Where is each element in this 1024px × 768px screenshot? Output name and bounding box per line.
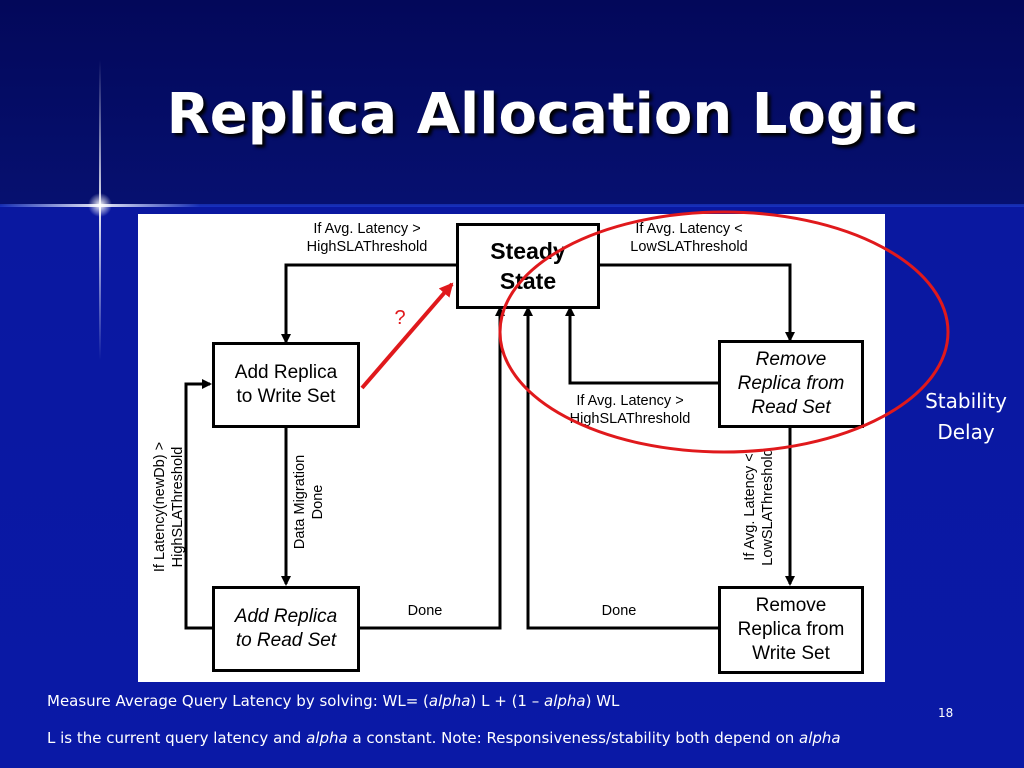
- edge-steady-to-remove-read: [600, 263, 795, 342]
- footer-line-2-alpha-2: alpha: [799, 729, 841, 747]
- add-replica-write-set-box: Add Replica to Write Set: [212, 342, 360, 428]
- remove-replica-write-set-box: Remove Replica from Write Set: [718, 586, 864, 674]
- footer-line-1-part-c: ) L + (1 –: [470, 692, 545, 710]
- edge-label-done-right: Done: [601, 603, 637, 619]
- footer-line-1-alpha-1: alpha: [428, 692, 471, 710]
- add-replica-read-set-box: Add Replica to Read Set: [212, 586, 360, 672]
- stability-delay-label: Stability Delay: [925, 389, 1007, 444]
- edge-add-read-to-add-write: [184, 379, 212, 630]
- footer-line-2-part-a: L is the current query latency and: [47, 729, 307, 747]
- edge-remove-read-to-steady: [565, 306, 718, 385]
- edge-label-high-sla-top: If Avg. Latency > HighSLAThreshold: [306, 221, 428, 255]
- footer-line-1: Measure Average Query Latency by solving…: [47, 692, 619, 710]
- page-title: Replica Allocation Logic: [166, 82, 919, 147]
- footer-line-1-part-a: Measure Average Query Latency by solving…: [47, 692, 429, 710]
- remove-replica-read-set-box: Remove Replica from Read Set: [718, 340, 864, 428]
- edge-label-low-sla-top: If Avg. Latency < LowSLAThreshold: [630, 221, 748, 255]
- question-mark: ?: [394, 307, 406, 329]
- edge-label-high-sla-mid: If Avg. Latency > HighSLAThreshold: [569, 393, 691, 427]
- diagram-connectors: [184, 263, 795, 630]
- footer-line-1-part-e: ) WL: [585, 692, 620, 710]
- footer-line-2-alpha-1: alpha: [306, 729, 348, 747]
- page-number: 18: [938, 706, 954, 720]
- edge-steady-to-add-write: [281, 263, 456, 344]
- footer-line-2-part-c: a constant. Note: Responsiveness/stabili…: [347, 729, 800, 747]
- edge-remove-write-to-steady: [523, 306, 718, 630]
- footer-line-1-alpha-2: alpha: [544, 692, 586, 710]
- question-arrow: [360, 282, 454, 390]
- edge-add-read-to-steady: [360, 306, 505, 630]
- footer-line-2: L is the current query latency and alpha…: [47, 729, 841, 747]
- edge-label-done-left: Done: [407, 603, 443, 619]
